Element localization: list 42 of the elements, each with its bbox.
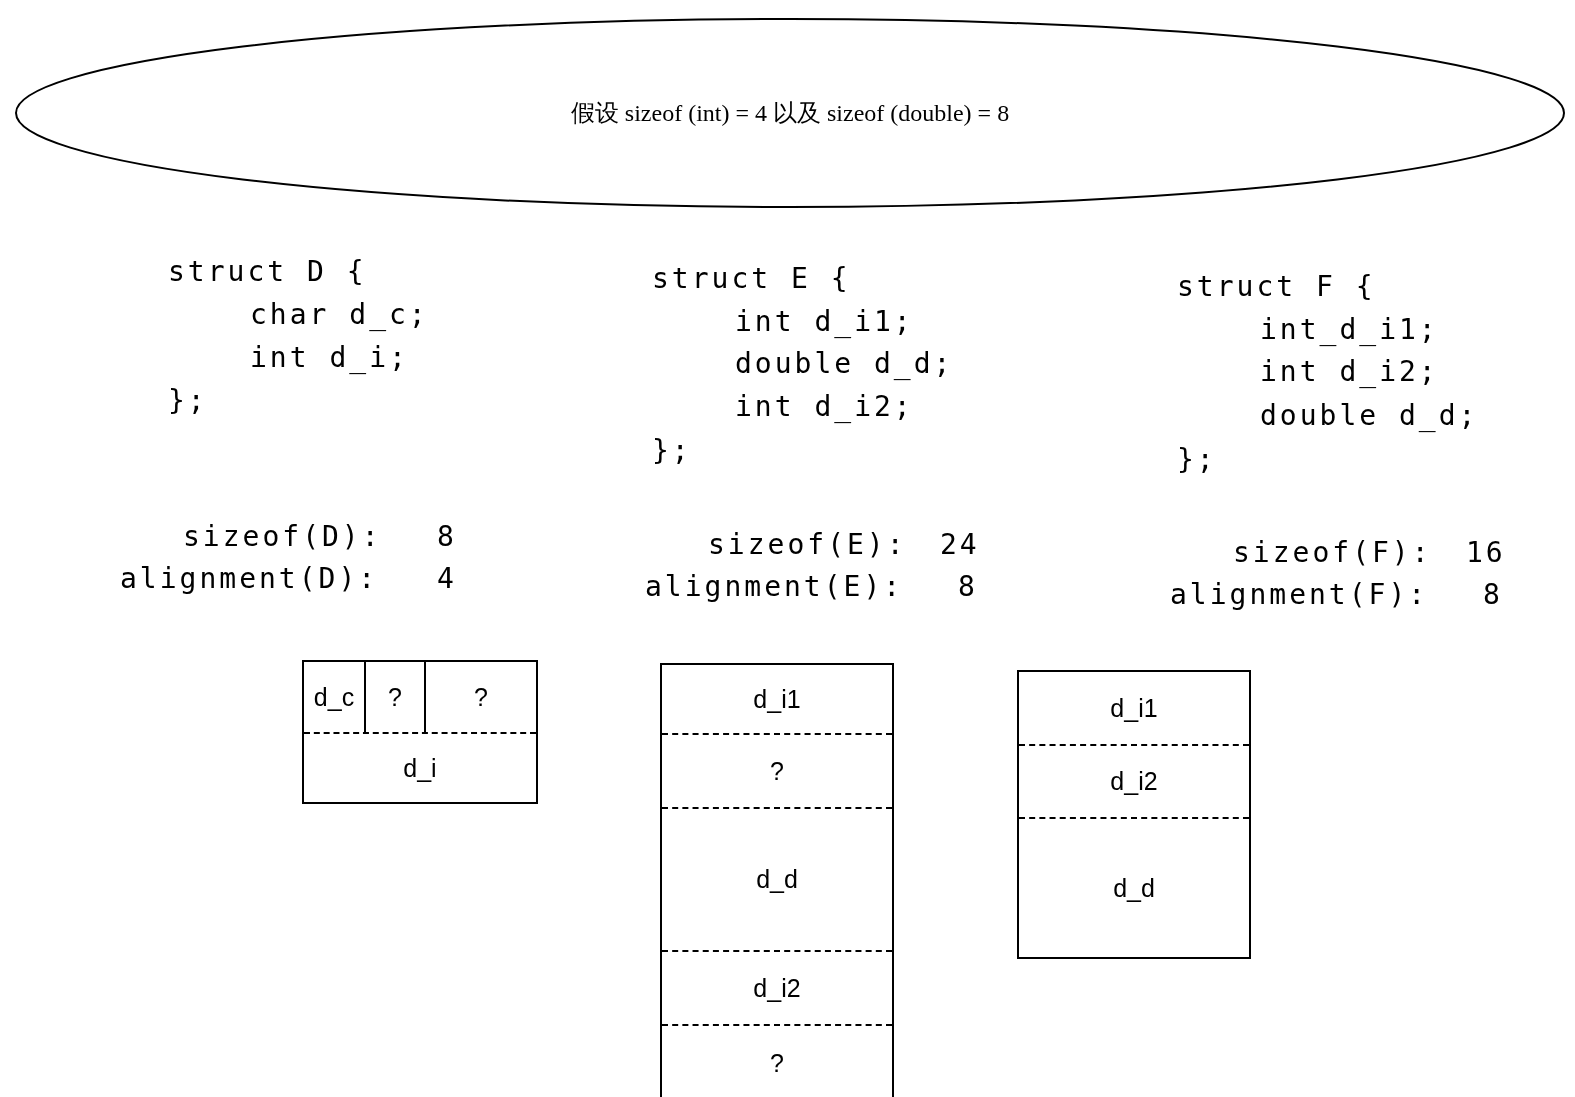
field-name: d_i1: [753, 684, 801, 714]
field-name: d_i2: [1110, 767, 1158, 796]
code-text: 8: [1483, 578, 1503, 612]
code-text: alignment(F):: [1170, 578, 1429, 612]
field-name: d_d: [1113, 873, 1155, 903]
field-name: ?: [388, 682, 402, 712]
code-text: int d_i1;: [735, 305, 914, 339]
code-text: int d_i2;: [1260, 355, 1439, 389]
code-text: };: [1177, 443, 1217, 477]
code-text: sizeof(D):: [183, 520, 382, 554]
code-text: double d_d;: [1260, 399, 1479, 433]
code-text: 16: [1466, 536, 1506, 570]
code-text: sizeof(E):: [708, 528, 907, 562]
memory-layout-box: [660, 663, 894, 1097]
code-text: 4: [437, 562, 457, 596]
code-text: struct F {: [1177, 270, 1376, 304]
code-text: };: [168, 384, 208, 418]
code-text: 24: [940, 528, 980, 562]
code-text: int_d_i1;: [1260, 313, 1439, 347]
field-name: d_i: [403, 753, 437, 783]
field-name: d_i2: [753, 973, 801, 1003]
field-name: ?: [770, 1049, 784, 1078]
code-text: alignment(E):: [645, 570, 904, 604]
code-text: 8: [958, 570, 978, 604]
field-name: d_d: [756, 865, 798, 894]
code-text: char d_c;: [250, 298, 429, 332]
code-text: sizeof(F):: [1233, 536, 1432, 570]
code-text: double d_d;: [735, 347, 954, 381]
code-text: struct D {: [168, 255, 367, 289]
code-text: alignment(D):: [120, 562, 379, 596]
code-text: };: [652, 434, 692, 468]
memory-layout-box: [302, 660, 538, 804]
code-text: 8: [437, 520, 457, 554]
code-text: struct E {: [652, 262, 851, 296]
field-name: d_i1: [1110, 693, 1158, 723]
field-name: ?: [474, 682, 488, 712]
field-name: ?: [770, 756, 784, 786]
assumption-text: 假设 sizeof (int) = 4 以及 sizeof (double) = 8: [570, 99, 1010, 128]
memory-layout-box: [1017, 670, 1251, 959]
code-text: int d_i;: [250, 341, 409, 375]
field-name: d_c: [313, 682, 355, 712]
code-text: int d_i2;: [735, 390, 914, 424]
